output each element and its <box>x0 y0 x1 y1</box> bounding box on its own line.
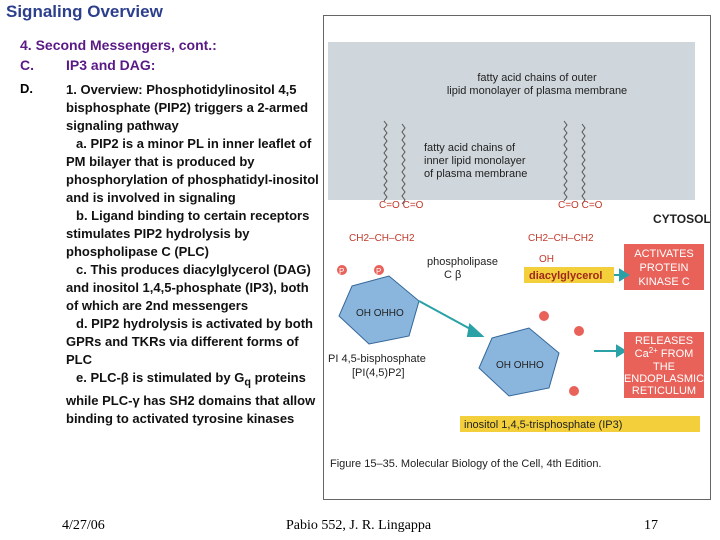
phospholipase-label-2: C β <box>444 269 461 281</box>
pkc-label-3: KINASE C <box>638 276 689 288</box>
inner-monolayer-label-1: fatty acid chains of <box>424 142 516 154</box>
paragraph-d: d. PIP2 hydrolysis is activated by both … <box>66 316 313 367</box>
figure-caption: Figure 15–35. Molecular Biology of the C… <box>330 458 602 470</box>
item-letter: D. <box>20 81 33 96</box>
cytosol-label: CYTOSOL <box>653 212 710 226</box>
ip3-phosphate-1 <box>539 311 549 321</box>
membrane-band <box>328 42 695 200</box>
phosphate-left-1 <box>337 265 347 275</box>
ca-label-2: Ca2+ FROM <box>635 346 694 360</box>
outer-monolayer-label-1: fatty acid chains of outer <box>477 72 597 84</box>
ip3-phosphate-2 <box>574 326 584 336</box>
outer-monolayer-label-2: lipid monolayer of plasma membrane <box>447 85 627 97</box>
dag-label: diacylglycerol <box>529 270 602 282</box>
section-heading: 4. Second Messengers, cont.: <box>20 37 217 53</box>
slide-title: Signaling Overview <box>6 2 163 21</box>
arrow-head-pkc <box>619 268 630 282</box>
paragraph-c: c. This produces diacylglycerol (DAG) an… <box>66 262 311 313</box>
glycerol-left: CH2–CH–CH2 <box>349 233 415 244</box>
dag-box <box>524 267 614 283</box>
pip2-label-1: PI 4,5-bisphosphate <box>328 353 426 365</box>
pip2-label-2: [PI(4,5)P2] <box>352 367 405 379</box>
figure-panel: fatty acid chains of outer lipid monolay… <box>323 15 711 500</box>
ip3-label: inositol 1,4,5-trisphosphate (IP3) <box>464 419 622 431</box>
body-text: 1. Overview: Phosphotidylinositol 4,5 bi… <box>66 81 321 428</box>
ca-label-1: RELEASES <box>635 335 693 347</box>
glycerol-right: CH2–CH–CH2 <box>528 233 594 244</box>
paragraph-a: a. PIP2 is a minor PL in inner leaflet o… <box>66 136 319 205</box>
ca-label-3: THE <box>653 361 675 373</box>
paragraph-e: e. PLC-β is stimulated by Gq proteins wh… <box>66 370 316 426</box>
pip2-inositol-ring <box>338 275 420 345</box>
footer-page-number: 17 <box>644 518 658 533</box>
arrow-pip2-to-ip3 <box>418 300 475 332</box>
ca-release-box <box>624 332 704 398</box>
ester-right: C=O C=O <box>558 200 603 211</box>
pip2-signaling-diagram: fatty acid chains of outer lipid monolay… <box>328 42 710 470</box>
phosphate-left-2 <box>374 265 384 275</box>
ca-label-5: RETICULUM <box>632 385 696 397</box>
ester-left: C=O C=O <box>379 200 424 211</box>
pkc-box <box>624 244 704 290</box>
paragraph-b: b. Ligand binding to certain receptors s… <box>66 208 310 259</box>
ip3-box <box>460 416 700 432</box>
oh-label: OH <box>539 254 554 265</box>
arrow-head-ca <box>616 344 627 358</box>
ip3-ring-groups: OH OHHO <box>496 360 544 371</box>
footer-date: 4/27/06 <box>62 518 105 533</box>
inner-monolayer-label-3: of plasma membrane <box>424 168 527 180</box>
section-letter: C. <box>20 57 34 73</box>
pip2-ring-groups: OH OHHO <box>356 308 404 319</box>
ca-label-4: ENDOPLASMIC <box>624 373 704 385</box>
ip3-phosphate-3 <box>569 386 579 396</box>
pkc-label-1: ACTIVATES <box>634 248 694 260</box>
phosphate-p-2: P <box>376 267 381 276</box>
section-topic: IP3 and DAG: <box>66 57 156 73</box>
pkc-label-2: PROTEIN <box>640 262 689 274</box>
phospholipase-label-1: phospholipase <box>427 256 498 268</box>
inner-monolayer-label-2: inner lipid monolayer <box>424 155 526 167</box>
paragraph-overview: 1. Overview: Phosphotidylinositol 4,5 bi… <box>66 82 309 133</box>
phosphate-p-1: P <box>339 267 344 276</box>
ip3-inositol-ring <box>478 327 560 397</box>
footer-course: Pabio 552, J. R. Lingappa <box>286 518 432 533</box>
arrow-head-ip3 <box>466 323 485 337</box>
